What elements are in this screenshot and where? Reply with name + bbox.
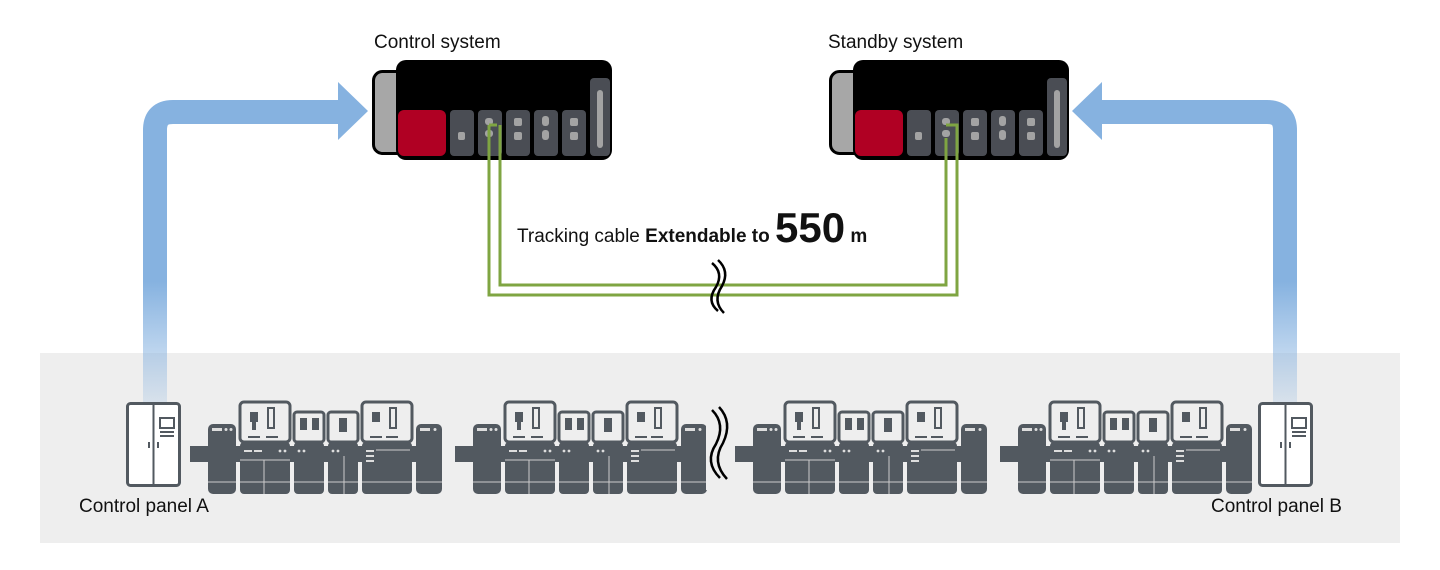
cable-length-unit: m [845,226,867,247]
control-panel-b-label: Control panel B [1211,496,1342,517]
control-system-label: Control system [374,32,501,53]
control-panel-a-label: Control panel A [79,496,209,517]
standby-system-plc-rack-icon [829,58,1071,162]
cable-break-wave-icon [710,259,727,314]
cable-length-value: 550 [775,204,845,251]
control-panel-b-cabinet-icon [1258,402,1313,487]
control-system-plc-rack-icon [372,58,614,162]
standby-system-label: Standby system [828,32,963,53]
arrow-panel-b-to-standby-icon [1072,82,1297,420]
line-break-wave-icon [706,405,730,490]
arrow-panel-a-to-control-icon [143,82,368,420]
cable-prefix: Tracking cable [517,226,645,247]
control-panel-a-cabinet-icon [126,402,181,487]
cable-emphasis: Extendable to [645,226,775,247]
tracking-cable-caption: Tracking cable Extendable to 550 m [517,204,867,251]
